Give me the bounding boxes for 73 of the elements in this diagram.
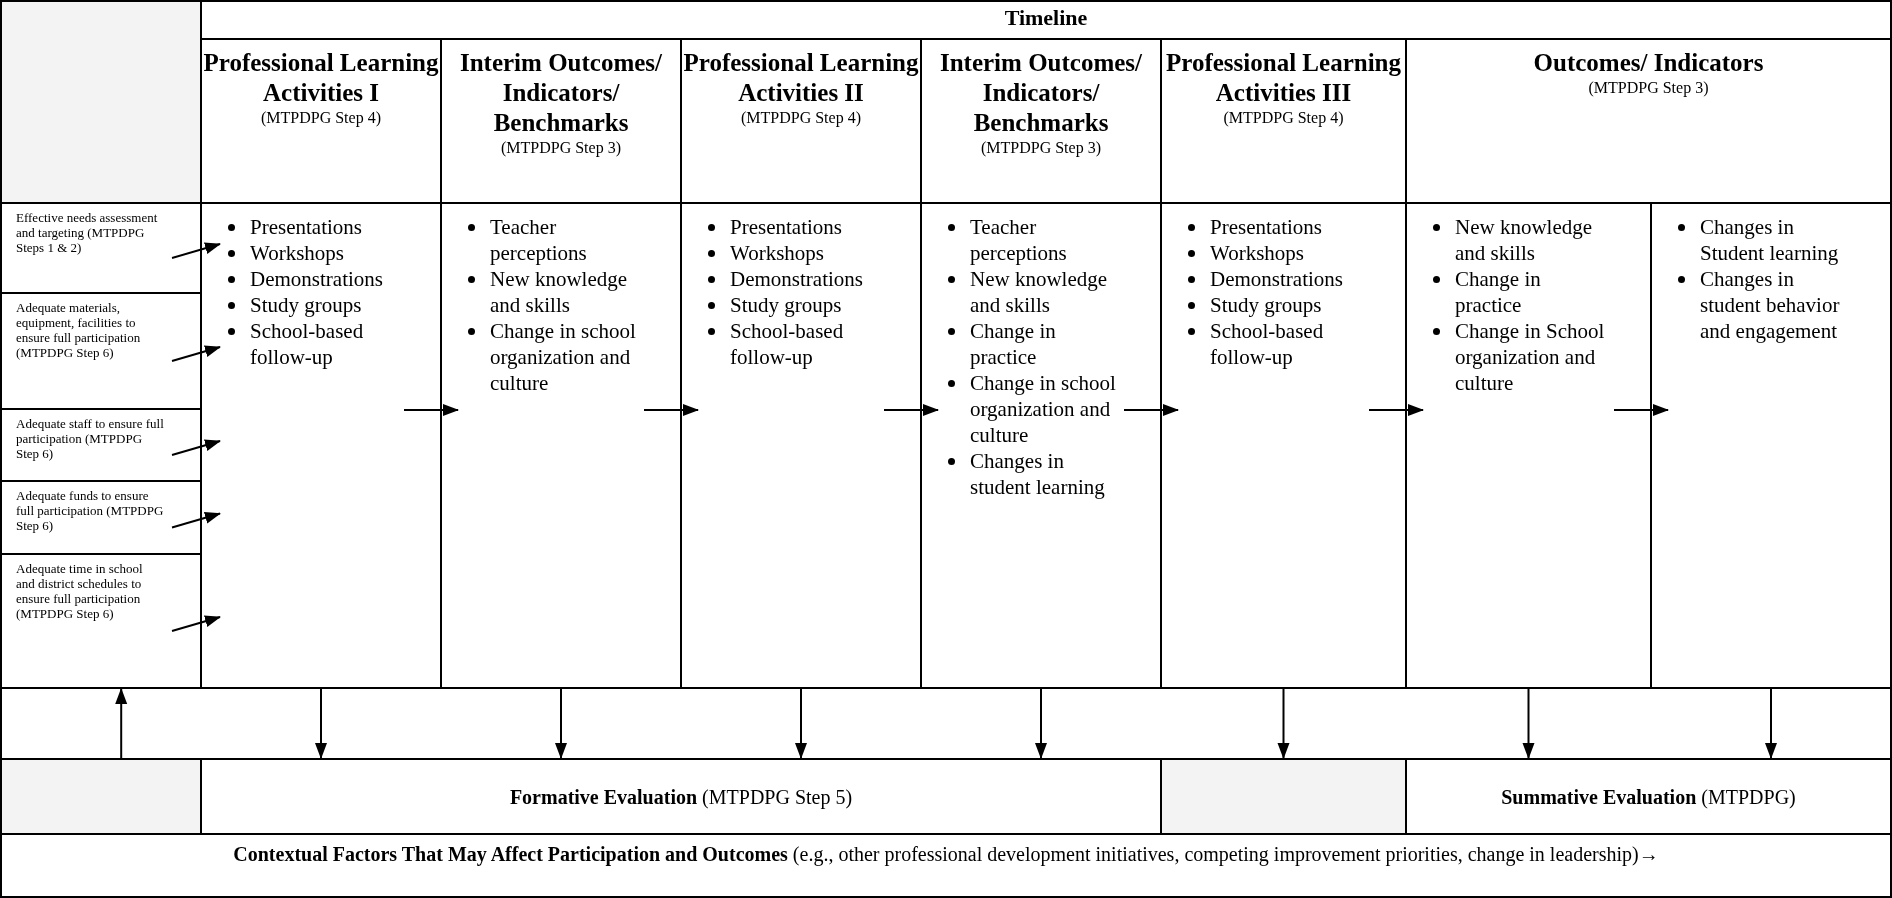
condition-text: Adequate materials, equipment, facilities to ensure full participation (MTPDPG Step 6) <box>16 300 142 360</box>
arrow <box>643 404 699 416</box>
table-heading: Timeline <box>1004 4 1088 32</box>
condition-text: Adequate time in school and district schedules to ensure full participation (MTPDPG Step 6) <box>16 561 144 621</box>
arrow <box>555 688 567 759</box>
arrow <box>171 511 221 529</box>
list-item-text: Teacher perceptions <box>490 214 588 266</box>
arrow <box>1765 688 1777 759</box>
arrow <box>1123 404 1179 416</box>
step-reference: (MTPDPG Step 3) <box>501 138 621 158</box>
list-item-text: Changes in student behavior and engagement <box>1700 266 1841 344</box>
list-item-text: Changes in student learning <box>970 448 1106 500</box>
column-heading: Interim Outcomes/ Indicators/ Benchmarks <box>938 48 1143 138</box>
list-item-text: Demonstrations <box>730 266 863 292</box>
list-item-text: School-based follow-up <box>730 318 845 370</box>
list-item-text: Change in school organization and culture <box>490 318 637 396</box>
condition-text: Effective needs assessment and targeting (MTPDPG Steps 1 & 2) <box>16 210 159 255</box>
evaluation-label: Summative Evaluation (MTPDPG) <box>1501 784 1796 809</box>
list-item-text: Change in practice <box>1455 266 1542 318</box>
list-item-text: Presentations <box>730 214 842 240</box>
arrow <box>315 688 327 759</box>
arrow <box>1613 404 1669 416</box>
list-item-text: Presentations <box>1210 214 1322 240</box>
list-item-text: Change in practice <box>970 318 1057 370</box>
arrow <box>1522 688 1535 759</box>
condition-text: Adequate staff to ensure full participation (MTPDPG Step 6) <box>16 416 164 461</box>
list-item-text: Demonstrations <box>1210 266 1343 292</box>
list-item-text: Workshops <box>1210 240 1304 266</box>
list-item-text: Workshops <box>730 240 824 266</box>
condition-text: Adequate funds to ensure full participation (MTPDPG Step 6) <box>16 488 164 533</box>
list-item-text: Study groups <box>730 292 842 318</box>
step-reference: (MTPDPG Step 4) <box>741 108 861 128</box>
list-item-text: Change in School organization and culture <box>1455 318 1606 396</box>
step-reference: (MTPDPG Step 3) <box>1588 78 1709 98</box>
column-heading: Interim Outcomes/ Indicators/ Benchmarks <box>458 48 663 138</box>
step-reference: (MTPDPG Step 4) <box>1223 108 1344 128</box>
step-reference: (MTPDPG Step 4) <box>261 108 381 128</box>
arrow <box>171 345 221 362</box>
list-item-text: New knowledge and skills <box>490 266 629 318</box>
list-item-text: New knowledge and skills <box>1455 214 1594 266</box>
arrow <box>1035 688 1047 759</box>
timeline-header-cell <box>200 0 1892 40</box>
empty-cell <box>0 0 202 204</box>
footer-cell <box>0 833 1892 898</box>
arrow <box>115 688 128 759</box>
footer-note: Contextual Factors That May Affect Participation and Outcomes (e.g., other professional development initiatives, competing improvement priorities, change in leadership)→ <box>233 842 1659 867</box>
arrow <box>1368 404 1424 416</box>
list-item-text: Study groups <box>250 292 362 318</box>
column-heading: Professional Learning Activities II <box>682 48 920 108</box>
list-item-text: Teacher perceptions <box>970 214 1068 266</box>
column-heading: Professional Learning Activities I <box>202 48 440 108</box>
list-item-text: School-based follow-up <box>1210 318 1325 370</box>
arrow <box>171 242 221 259</box>
list-item-text: Changes in Student learning <box>1700 214 1840 266</box>
list-item-text: Presentations <box>250 214 362 240</box>
arrow <box>883 404 939 416</box>
list-item-text: Change in school organization and culture <box>970 370 1117 448</box>
empty-cell <box>0 758 202 835</box>
list-item-text: Study groups <box>1210 292 1322 318</box>
arrow <box>1277 688 1290 759</box>
arrow <box>795 688 807 759</box>
step-reference: (MTPDPG Step 3) <box>981 138 1101 158</box>
list-item-text: Workshops <box>250 240 344 266</box>
column-heading: Professional Learning Activities III <box>1165 48 1402 108</box>
list-item-text: School-based follow-up <box>250 318 365 370</box>
evaluation-label: Formative Evaluation (MTPDPG Step 5) <box>509 784 853 809</box>
arrow <box>171 439 221 456</box>
empty-cell <box>1160 758 1407 835</box>
arrow <box>403 404 459 416</box>
list-item-text: Demonstrations <box>250 266 383 292</box>
arrow <box>171 615 221 632</box>
list-item-text: New knowledge and skills <box>970 266 1109 318</box>
column-heading: Outcomes/ Indicators <box>1533 48 1764 78</box>
